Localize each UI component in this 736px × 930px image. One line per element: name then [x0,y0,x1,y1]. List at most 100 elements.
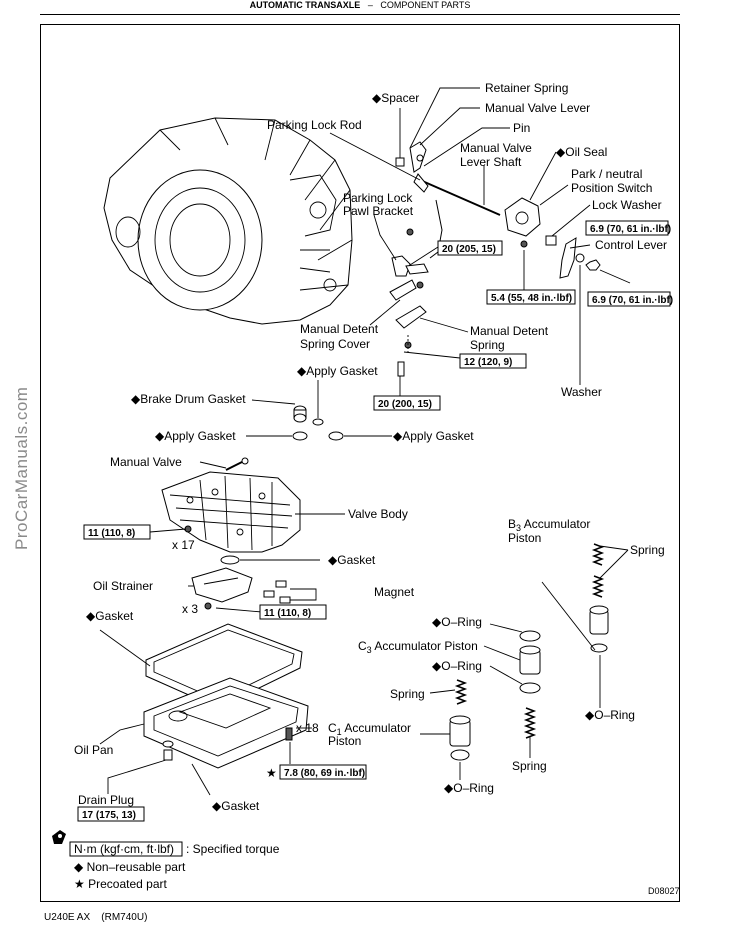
label-b3-3: Piston [508,531,541,545]
torque-12: 12 (120, 9) [464,357,512,368]
label-gasket-mid: Gasket [337,553,376,567]
label-magnet: Magnet [374,585,415,599]
svg-text:◆Gasket: ◆Gasket [86,609,134,623]
label-manual-valve-lever: Manual Valve Lever [485,101,590,115]
label-parking-lock-pawl-1: Parking Lock [343,191,413,205]
nut-part [585,259,601,271]
valve-body-part [161,471,301,553]
label-manual-detent-spring-1: Manual Detent [470,324,549,338]
svg-text:★ Precoated part: ★ Precoated part [74,877,167,891]
detent-spring-part [395,305,427,377]
apply-gasket-right-part [328,431,344,441]
svg-text:◆Apply Gasket: ◆Apply Gasket [297,364,378,378]
label-valve-body: Valve Body [348,507,408,521]
label-spring-left: Spring [390,687,425,701]
detent-spring-cover-part [389,279,424,301]
label-manual-valve-lever-shaft-1: Manual Valve [460,141,532,155]
label-gasket-left: Gasket [95,609,134,623]
b3-piston-part [589,605,609,653]
label-oring-bottom: O–Ring [453,781,494,795]
svg-text:◆Gasket: ◆Gasket [328,553,376,567]
pawl-bracket-part [391,255,429,277]
svg-text:C1 Accumulator: C1 Accumulator [328,721,411,737]
oring-2-part [519,682,541,694]
oring-bottom-part [450,749,470,761]
svg-text:◆O–Ring: ◆O–Ring [585,708,635,722]
legend-nonreusable: Non–reusable part [87,860,186,874]
label-spring-right: Spring [512,759,547,773]
label-oil-strainer: Oil Strainer [93,579,153,593]
torque-5-4: 5.4 (55, 48 in.·lbf) [491,293,572,304]
header-subsection: COMPONENT PARTS [380,0,471,10]
control-lever-part [559,237,577,279]
text-labels: ◆Spacer Retainer Spring Manual Valve Lev… [74,81,667,813]
valve-body-gasket-part [220,555,240,565]
svg-text:C3 Accumulator Piston: C3 Accumulator Piston [358,639,478,655]
torque-7-8: 7.8 (80, 69 in.·lbf) [284,768,365,779]
legend-torque-box: N·m (kgf·cm, ft·lbf) [74,842,174,856]
svg-text:◆Gasket: ◆Gasket [212,799,260,813]
c1-piston-part [449,715,471,747]
label-oil-seal: Oil Seal [565,145,607,159]
header-separator: – [367,0,373,10]
lock-washer-part [545,235,557,246]
torque-17: 17 (175, 13) [82,810,136,821]
label-parking-lock-pawl-2: Pawl Bracket [343,204,414,218]
torque-6-9-a: 6.9 (70, 61 in.·lbf) [590,224,671,235]
label-manual-detent-cover-2: Spring Cover [300,337,370,351]
svg-text:◆ Non–reusable part: ◆ Non–reusable part [74,860,186,874]
oil-pan-part [143,677,309,769]
label-oring-b3: O–Ring [594,708,635,722]
torque-wrench-icon [52,830,66,844]
svg-text:★: ★ [266,766,277,780]
torque-boxes: 6.9 (70, 61 in.·lbf) 20 (205, 15) 5.4 (5… [77,220,673,822]
label-oring-2: O–Ring [441,659,482,673]
page-footer: U240E AX (RM740U) [44,912,147,923]
label-parking-lock-rod: Parking Lock Rod [267,118,362,132]
apply-gasket-left-part [292,431,308,441]
label-x17: x 17 [172,538,195,552]
c3-piston-part [519,645,541,675]
torque-6-9-b: 6.9 (70, 61 in.·lbf) [592,295,673,306]
label-b3-1: B [508,517,516,531]
svg-text:◆Oil Seal: ◆Oil Seal [556,145,607,159]
label-brake-drum-gasket: Brake Drum Gasket [140,392,246,406]
legend: N·m (kgf·cm, ft·lbf) : Specified torque … [52,830,680,896]
svg-text:◆Apply Gasket: ◆Apply Gasket [393,429,474,443]
svg-text:◆Spacer: ◆Spacer [372,91,419,105]
leader-lines [99,87,631,796]
brake-drum-gasket-part [293,405,307,423]
label-park-neutral-2: Position Switch [571,181,652,195]
manual-valve-lever-part [409,141,429,193]
pan-bolt-part [285,727,293,741]
label-x3: x 3 [182,602,198,616]
oil-strainer-part [191,567,253,610]
label-apply-gasket-right: Apply Gasket [402,429,474,443]
figure-id: D08027 [648,886,680,896]
label-gasket-bottom: Gasket [221,799,260,813]
torque-11-b: 11 (110, 8) [264,608,311,619]
legend-precoated: Precoated part [88,877,167,891]
label-x18: x 18 [296,721,319,735]
transaxle-case [103,117,353,325]
label-apply-gasket-top: Apply Gasket [306,364,378,378]
page-header: AUTOMATIC TRANSAXLE – COMPONENT PARTS [40,0,680,15]
svg-text:◆Brake Drum Gasket: ◆Brake Drum Gasket [131,392,246,406]
label-spring-b3: Spring [630,543,665,557]
label-drain-plug: Drain Plug [78,793,134,807]
oil-pan-gasket-part [145,623,303,709]
label-spacer: Spacer [381,91,419,105]
spacer-part [395,157,405,167]
b3-spring-part [591,543,605,598]
magnet-parts [263,580,291,604]
label-oil-pan: Oil Pan [74,743,113,757]
label-retainer-spring: Retainer Spring [485,81,568,95]
label-lock-washer: Lock Washer [592,198,662,212]
label-manual-valve-lever-shaft-2: Lever Shaft [460,155,522,169]
drain-plug-part [162,740,174,761]
label-c3-1: C [358,639,367,653]
label-manual-valve: Manual Valve [110,455,182,469]
footer-code: (RM740U) [101,912,148,923]
header-section: AUTOMATIC TRANSAXLE [249,0,361,10]
